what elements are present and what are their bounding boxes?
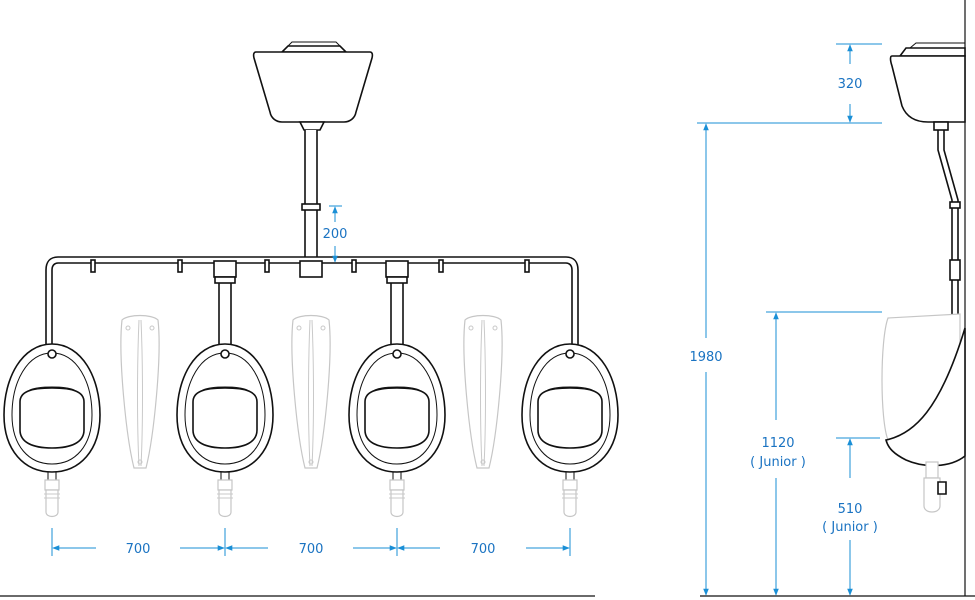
pipe-drop-dimension: 200	[323, 205, 348, 263]
junior-bottom-value: 510	[838, 502, 863, 517]
cistern-height-value: 320	[838, 77, 863, 92]
flush-pipe-side	[937, 130, 961, 420]
partition-1	[120, 314, 160, 469]
front-view: 200 700 700 700	[0, 41, 619, 597]
urinal-side	[881, 313, 966, 513]
junior-rim-dimension: 1120 ( Junior )	[750, 312, 806, 596]
partition-2	[291, 314, 331, 469]
urinal-3	[348, 343, 446, 518]
total-height-dimension: 1980	[689, 123, 723, 596]
distribution-pipe	[45, 256, 579, 348]
urinal-1	[3, 343, 101, 518]
junior-bottom-label: ( Junior )	[822, 520, 878, 535]
junior-bottom-dimension: 510 ( Junior )	[822, 438, 878, 596]
cistern-height-dimension: 320	[838, 44, 863, 123]
spacing-value-1: 700	[126, 542, 151, 557]
urinal-2	[176, 343, 274, 518]
spacing-value-2: 700	[299, 542, 324, 557]
junior-rim-value: 1120	[761, 436, 794, 451]
side-view: 320 1980 1120 ( Junior ) 510 ( Junior )	[689, 0, 975, 597]
total-height-value: 1980	[689, 350, 722, 365]
spacing-value-3: 700	[471, 542, 496, 557]
cistern	[252, 41, 374, 131]
partition-3	[463, 314, 503, 469]
urinal-4	[521, 343, 619, 518]
junior-rim-label: ( Junior )	[750, 455, 806, 470]
spacing-dimensions: 700 700 700	[51, 528, 571, 557]
cistern-side	[889, 42, 966, 131]
flush-pipe	[301, 130, 321, 263]
pipe-drop-value: 200	[323, 227, 348, 242]
